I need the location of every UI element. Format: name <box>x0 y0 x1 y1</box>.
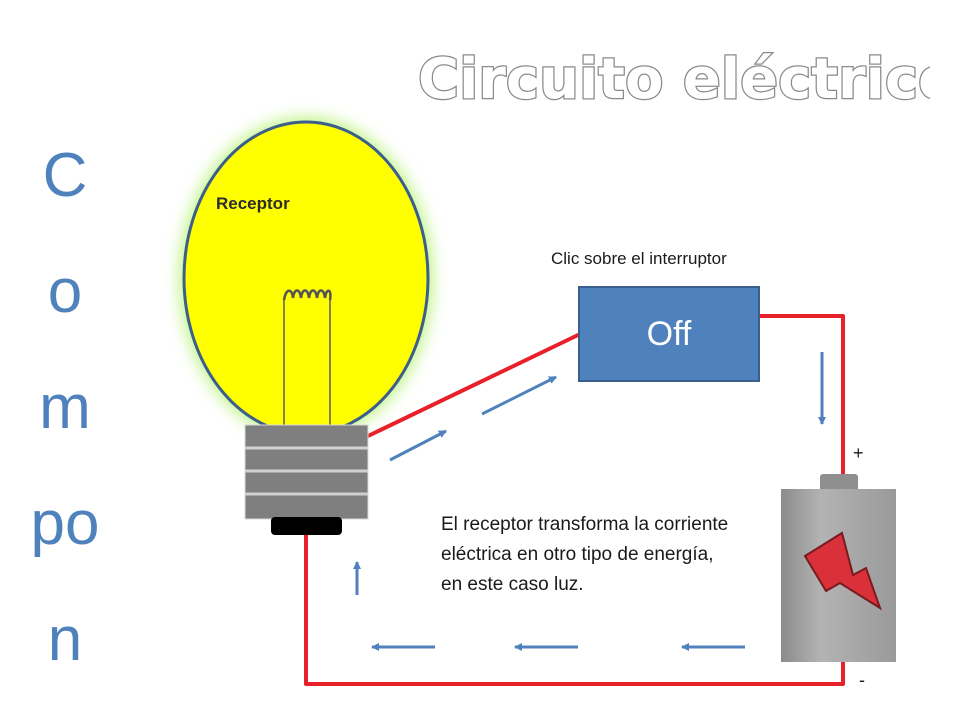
switch-state-label: Off <box>646 314 692 353</box>
lightbulb-icon <box>180 118 432 535</box>
bulb-glass <box>182 120 430 436</box>
slide-title: Circuito eléctrico <box>417 46 930 114</box>
filament-coil <box>282 289 332 301</box>
vertical-word: Compon <box>30 141 100 674</box>
switch-instruction: Clic sobre el interruptor <box>551 249 727 268</box>
wire-switch-to-battery <box>758 314 845 480</box>
lightning-bolt-icon <box>803 531 882 611</box>
arrow-icon <box>481 375 557 416</box>
battery-negative-label: - <box>859 670 865 690</box>
bulb-filament <box>283 300 331 428</box>
battery-positive-label: + <box>853 443 864 463</box>
bulb-base-threads <box>245 446 368 496</box>
wire-bulb-to-switch <box>366 333 580 438</box>
slide-title-text: Circuito eléctrico <box>418 47 930 112</box>
arrow-icon <box>389 429 447 462</box>
description-text: El receptor transforma la corriente eléc… <box>441 514 729 595</box>
current-arrows <box>353 352 826 651</box>
battery-icon <box>781 474 896 662</box>
wire-battery-to-bulb <box>304 532 845 686</box>
switch-button[interactable]: Off <box>578 286 760 382</box>
receptor-label: Receptor <box>216 194 290 213</box>
bulb-contact <box>271 517 342 535</box>
wires <box>304 314 845 686</box>
